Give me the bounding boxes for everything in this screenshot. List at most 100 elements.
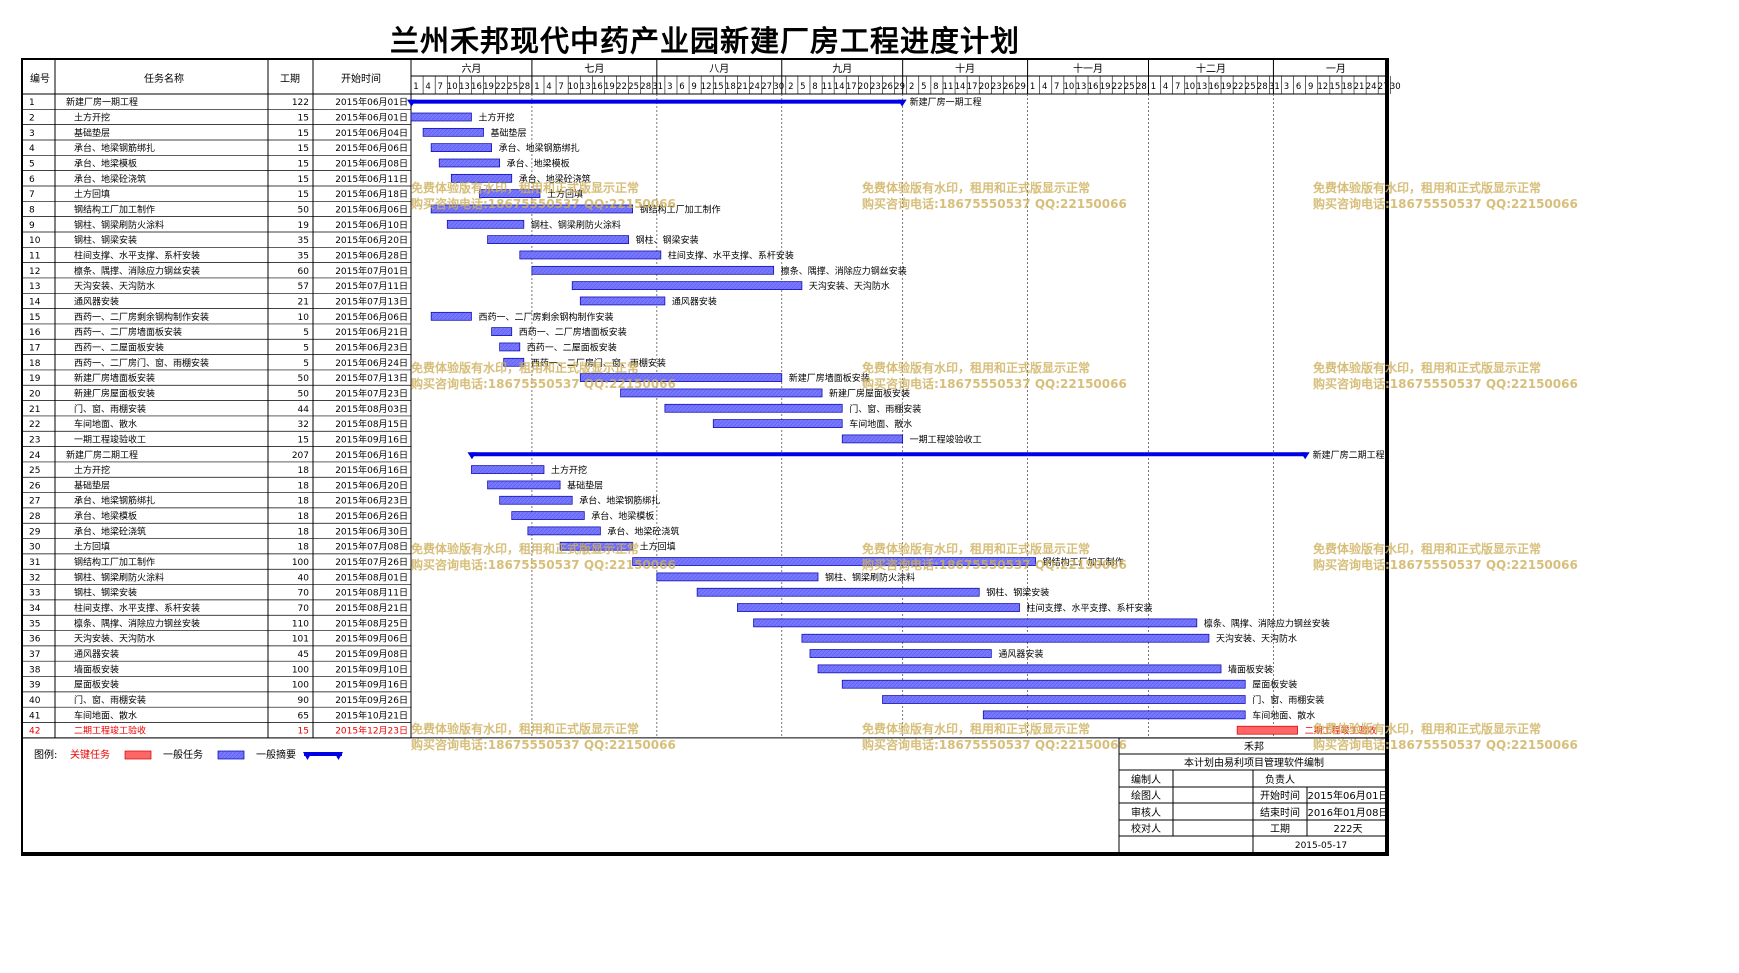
day-label: 23 <box>870 82 881 92</box>
task-duration: 15 <box>298 435 309 445</box>
task-bar-label: 土方开挖 <box>551 464 587 476</box>
task-name: 柱间支撑、水平支撑、系杆安装 <box>74 249 200 261</box>
task-start: 2015年06月10日 <box>335 219 408 231</box>
task-duration: 110 <box>292 619 309 629</box>
task-name: 新建厂房一期工程 <box>66 96 138 108</box>
task-bar <box>882 695 1246 704</box>
month-label: 七月 <box>584 63 604 75</box>
day-label: 24 <box>749 82 760 92</box>
task-start: 2015年07月26日 <box>335 556 408 568</box>
task-bar-label: 檩条、隅撑、消除应力钢丝安装 <box>1204 617 1330 629</box>
task-bar-label: 二期工程竣工验收 <box>1305 725 1377 737</box>
task-name: 新建厂房墙面板安装 <box>74 372 155 384</box>
month-label: 六月 <box>461 63 481 75</box>
legend-normal-label: 一般任务 <box>163 748 203 761</box>
task-bar-label: 通风器安装 <box>998 648 1043 660</box>
day-label: 12 <box>1317 82 1328 92</box>
task-bars: 新建厂房一期工程土方开挖基础垫层承台、地梁钢筋绑扎承台、地梁模板承台、地梁砼浇筑… <box>407 96 1385 737</box>
task-start: 2015年06月16日 <box>335 449 408 461</box>
day-label: 2 <box>788 82 793 92</box>
task-start: 2015年08月15日 <box>335 418 408 430</box>
task-bar-label: 车间地面、散水 <box>1252 709 1315 721</box>
day-label: 22 <box>1112 82 1123 92</box>
task-start: 2015年08月11日 <box>335 587 408 599</box>
task-start: 2015年06月01日 <box>335 96 408 108</box>
day-label: 9 <box>1308 82 1313 92</box>
day-label: 19 <box>1221 82 1232 92</box>
header-name: 任务名称 <box>144 72 184 85</box>
task-id: 32 <box>29 573 40 583</box>
task-name: 基础垫层 <box>74 479 110 491</box>
task-duration: 5 <box>303 343 309 353</box>
task-name: 土方回填 <box>74 541 110 553</box>
task-id: 4 <box>29 144 35 154</box>
day-label: 20 <box>979 82 990 92</box>
day-label: 28 <box>519 82 530 92</box>
summary-bar-start-cap <box>407 99 416 107</box>
task-name: 钢柱、钢梁刷防火涂料 <box>74 219 164 231</box>
task-bar <box>487 235 629 244</box>
task-bar <box>471 465 545 474</box>
task-id: 28 <box>29 512 41 522</box>
task-start: 2015年06月06日 <box>335 142 408 154</box>
info-date: 2015-05-17 <box>1295 841 1347 851</box>
task-duration: 207 <box>292 451 309 461</box>
month-label: 九月 <box>832 63 852 75</box>
day-label: 31 <box>652 82 663 92</box>
task-start: 2015年06月28日 <box>335 249 408 261</box>
task-bar-label: 钢柱、钢梁安装 <box>986 587 1049 599</box>
task-id: 22 <box>29 420 40 430</box>
day-label: 18 <box>725 82 736 92</box>
task-bar-label: 新建厂房屋面板安装 <box>829 387 910 399</box>
task-bar-label: 车间地面、散水 <box>849 418 912 430</box>
task-duration: 15 <box>298 190 309 200</box>
day-label: 13 <box>1076 82 1087 92</box>
legend-normal-swatch <box>217 750 245 760</box>
day-label: 6 <box>679 82 684 92</box>
task-bar <box>531 265 775 275</box>
task-bar <box>519 250 662 260</box>
task-id: 30 <box>29 543 41 553</box>
task-duration: 18 <box>298 481 310 491</box>
task-duration: 18 <box>298 497 310 507</box>
day-label: 25 <box>1245 82 1256 92</box>
summary-bar-end-cap <box>1300 452 1310 460</box>
day-label: 27 <box>1378 82 1389 92</box>
task-bar <box>491 327 513 336</box>
task-name: 承台、地梁模板 <box>74 510 137 522</box>
task-start: 2015年06月04日 <box>335 127 408 139</box>
month-label: 十二月 <box>1196 62 1226 75</box>
task-id: 11 <box>29 251 40 261</box>
day-label: 4 <box>1042 82 1047 92</box>
day-label: 24 <box>1366 82 1377 92</box>
task-start: 2015年06月16日 <box>335 464 408 476</box>
day-label: 19 <box>604 82 615 92</box>
task-duration: 15 <box>298 175 309 185</box>
task-bar <box>422 127 484 137</box>
info-drawer-label: 绘图人 <box>1131 789 1161 802</box>
task-id: 18 <box>29 359 41 369</box>
task-start: 2015年06月06日 <box>335 203 408 215</box>
task-duration: 18 <box>298 527 310 537</box>
legend-summary-label: 一般摘要 <box>256 748 296 761</box>
task-start: 2015年06月30日 <box>335 525 408 537</box>
task-bar-label: 一期工程竣验收工 <box>910 433 982 445</box>
task-start: 2015年09月16日 <box>335 679 408 691</box>
task-bar-label: 门、窗、雨棚安装 <box>1252 694 1324 706</box>
task-duration: 19 <box>298 221 310 231</box>
task-bar-label: 门、窗、雨棚安装 <box>849 403 921 415</box>
day-label: 19 <box>1100 82 1111 92</box>
